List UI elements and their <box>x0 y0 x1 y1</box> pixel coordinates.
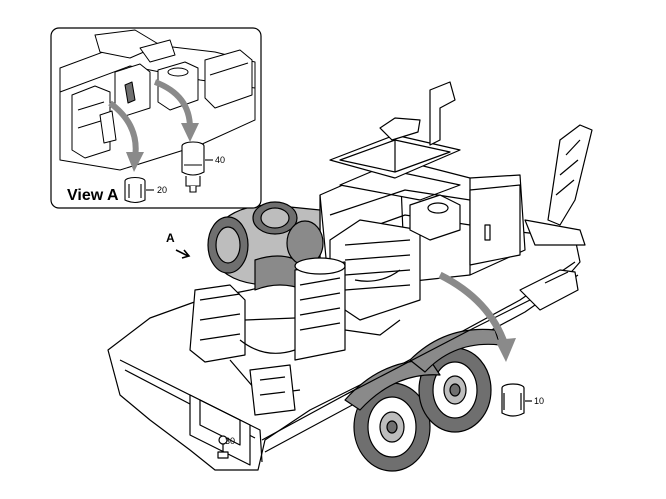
callout-20: 20 <box>157 185 167 195</box>
view-a-arrow-icon <box>175 249 191 259</box>
filter-part-10 <box>501 383 532 417</box>
filter-part-40 <box>181 141 213 193</box>
removal-arrow-40 <box>153 79 199 142</box>
callout-40: 40 <box>215 155 225 165</box>
compressor-element <box>294 257 346 361</box>
exhaust-stack <box>429 81 456 146</box>
view-a-marker: A <box>166 231 191 259</box>
trailer-compressor-drawing <box>107 81 593 472</box>
wheel-rear-left <box>353 382 431 472</box>
filter-part-20 <box>124 176 154 204</box>
view-a-letter: A <box>166 231 175 245</box>
inset-title: View A <box>67 187 119 204</box>
removal-arrow-10 <box>438 271 516 362</box>
air-filter-assembly <box>207 201 324 291</box>
callout-10: 10 <box>534 396 544 406</box>
inset-view-a: View A <box>50 27 262 209</box>
wheel-rear-right <box>418 347 492 433</box>
removal-arrow-20 <box>108 100 144 172</box>
callout-30: 30 <box>225 436 235 446</box>
